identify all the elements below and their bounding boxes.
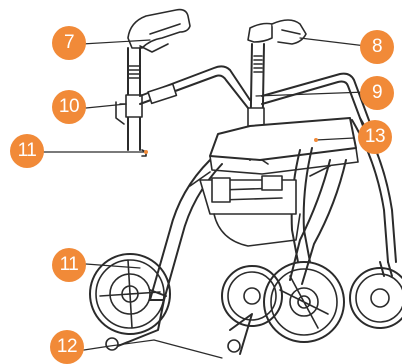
callout-9: 9	[360, 76, 394, 110]
leader-lines	[40, 38, 366, 358]
left-handle-grip	[116, 10, 190, 156]
callout-11-lower: 11	[52, 248, 86, 282]
callout-13: 13	[358, 120, 392, 154]
basket	[200, 176, 300, 246]
callout-7: 7	[52, 26, 86, 60]
footrest-roller-left	[106, 338, 118, 350]
rear-right-wheel	[350, 268, 402, 328]
callout-8: 8	[360, 30, 394, 64]
callout-10: 10	[52, 90, 86, 124]
seat	[210, 118, 358, 174]
callout-11-upper: 11	[10, 134, 44, 168]
callout-12: 12	[50, 330, 84, 364]
